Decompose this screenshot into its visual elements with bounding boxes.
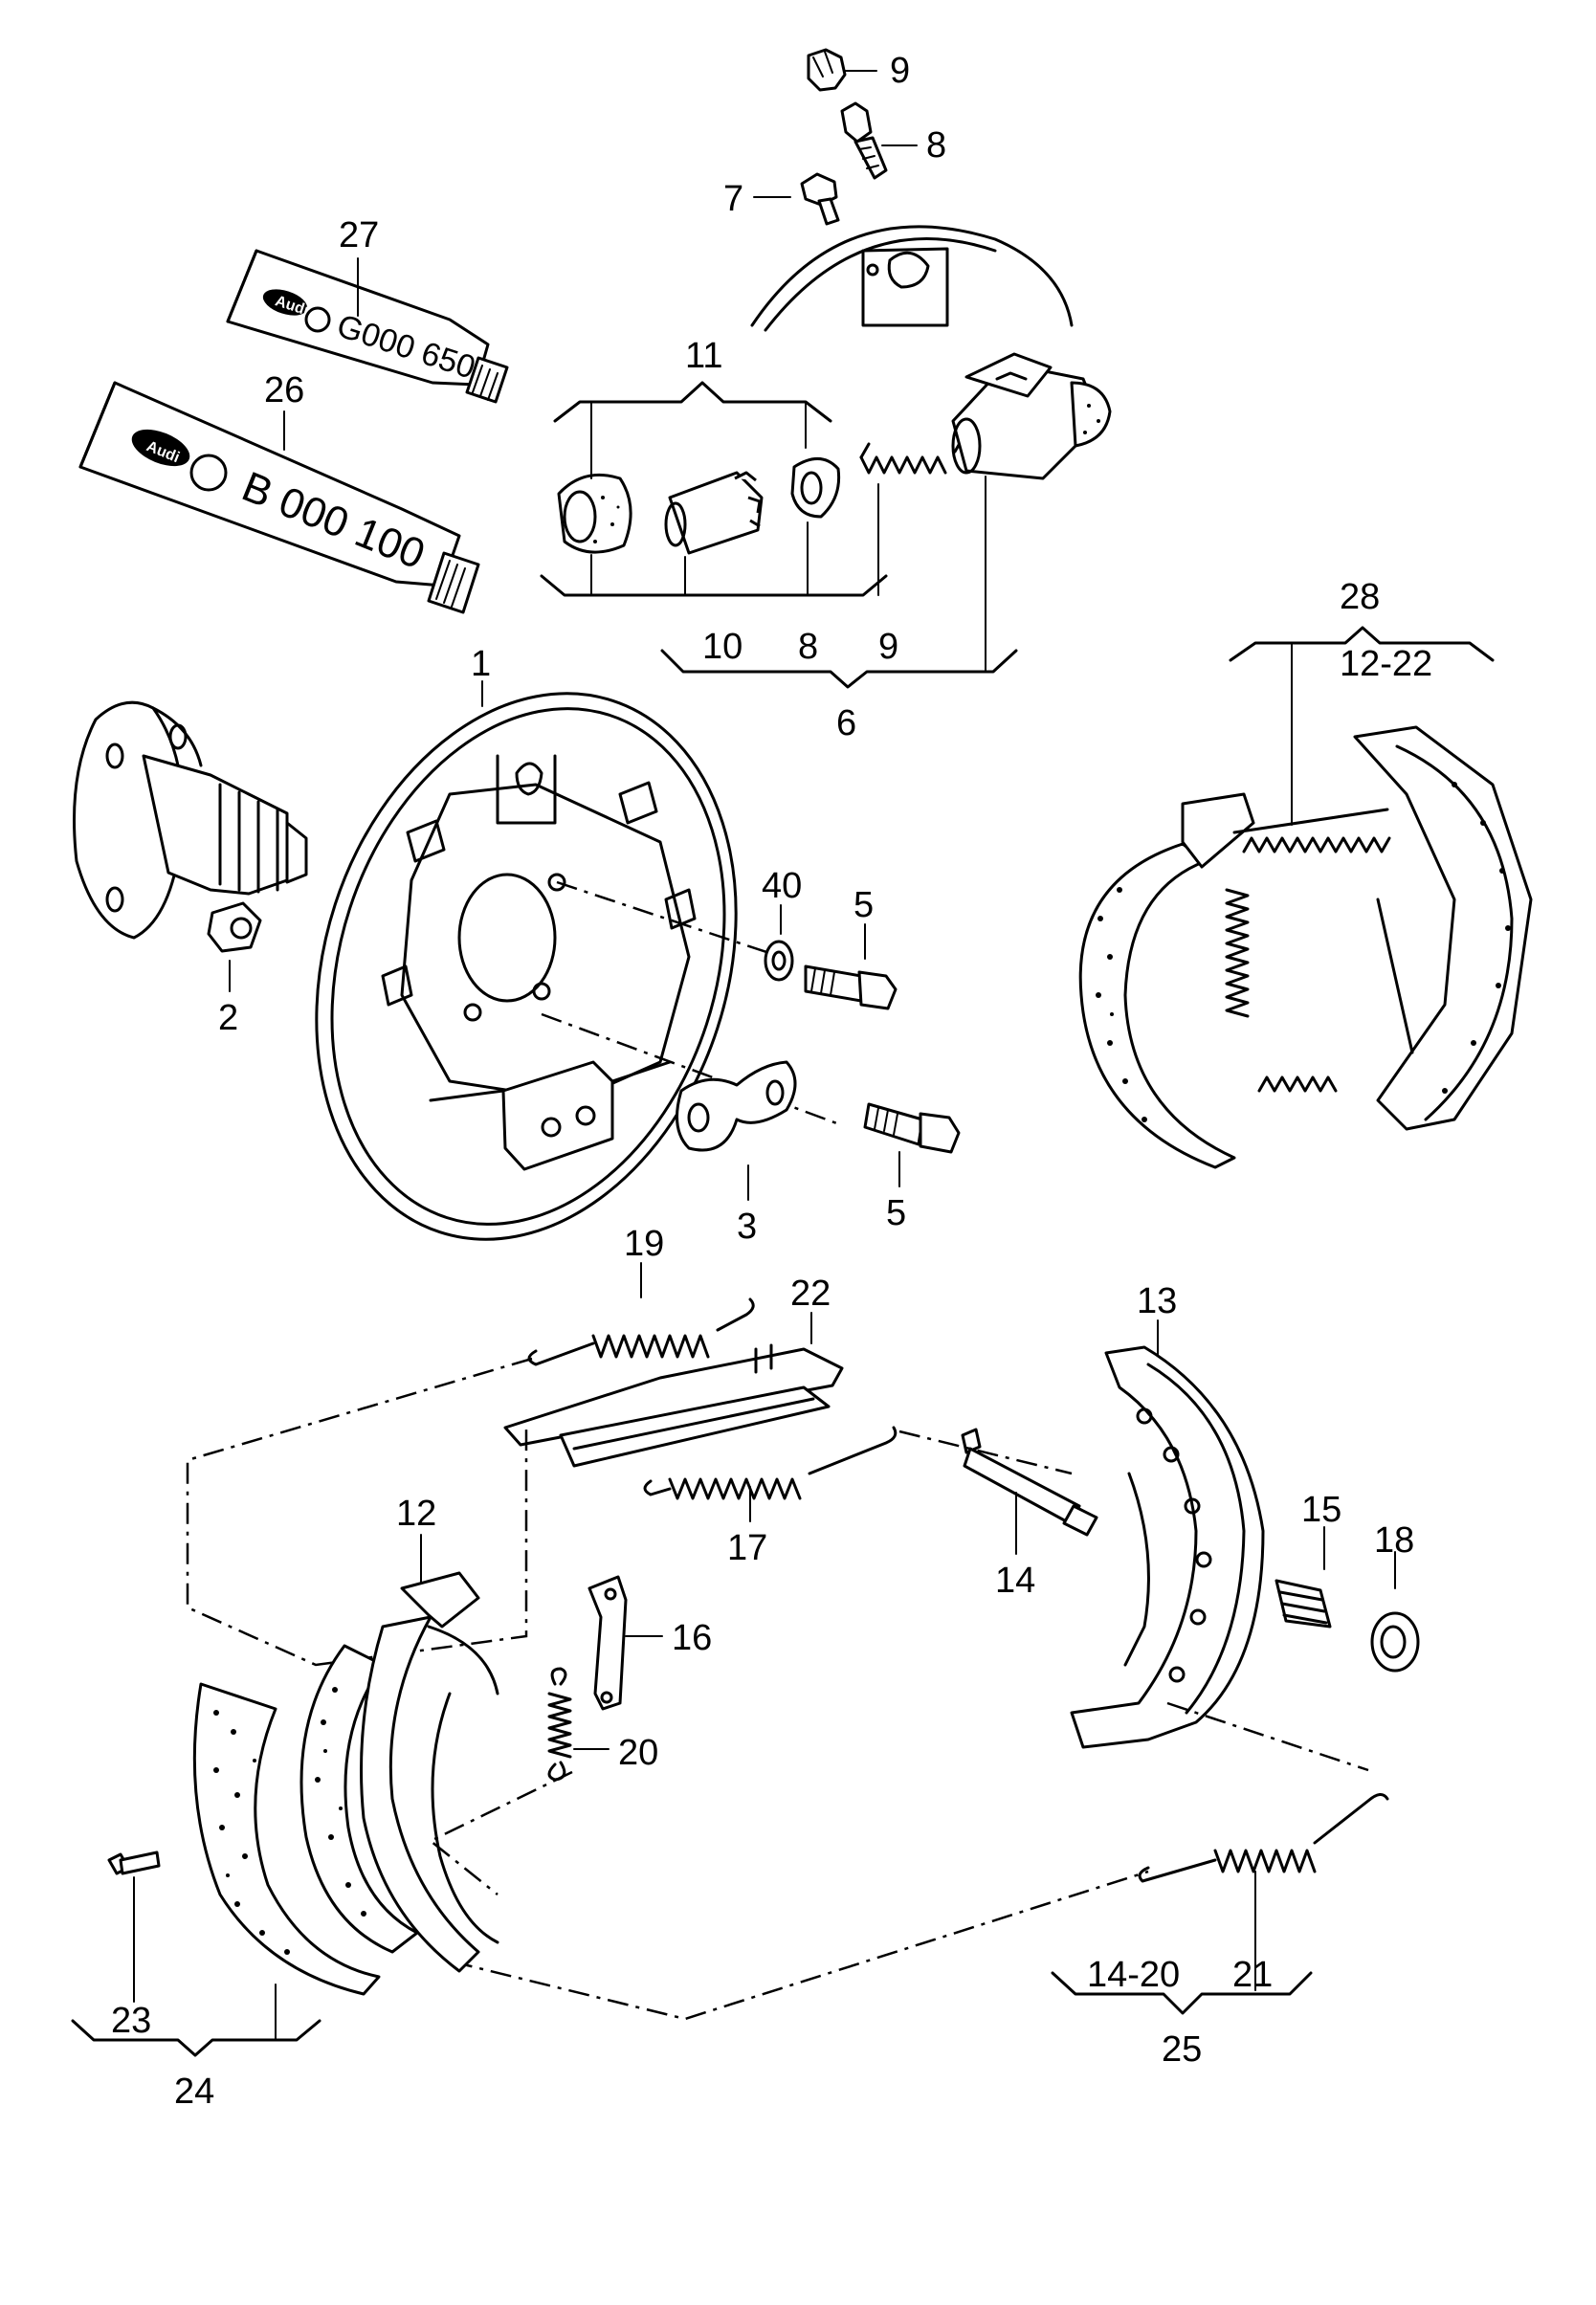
brake-shoe-assembly-part-28 <box>1078 725 1533 1169</box>
rivet-part-23 <box>107 1851 161 1875</box>
wheel-cylinder-body <box>951 352 1112 480</box>
lock-plate-part-3 <box>676 1060 797 1152</box>
brake-shoe-part-13 <box>1070 1345 1265 1749</box>
spring-part-20 <box>547 1667 572 1782</box>
callout-12-22: 12-22 <box>1340 644 1432 684</box>
pin-part-14 <box>961 1428 1098 1537</box>
callout-6: 6 <box>836 703 856 743</box>
bleeder-screw-part-8 <box>840 101 888 180</box>
callout-18: 18 <box>1374 1520 1414 1561</box>
dust-cap-part <box>557 473 632 554</box>
callout-23: 23 <box>111 2001 151 2041</box>
nut-part-2 <box>207 901 262 953</box>
brake-shoe-part-12 <box>299 1571 499 1973</box>
callout-14-20: 14-20 <box>1087 1955 1180 1995</box>
seal-cup-part-8 <box>790 457 841 519</box>
callout-5-lower: 5 <box>886 1193 906 1233</box>
lever-part-16 <box>587 1575 628 1711</box>
bolt-part-5-upper <box>804 964 898 1010</box>
spring-part-21 <box>1138 1793 1389 1883</box>
bolt-part-5-lower <box>863 1102 961 1154</box>
callout-9-top: 9 <box>890 51 910 91</box>
brake-lining-part-24 <box>192 1682 381 1996</box>
piston-part-10 <box>664 471 764 555</box>
screw-part-7 <box>800 172 840 226</box>
callout-8-mid: 8 <box>798 627 818 667</box>
callout-17: 17 <box>727 1528 767 1568</box>
adjuster-strut-part-22 <box>503 1343 844 1468</box>
backing-plate-part-1 <box>315 692 738 1241</box>
callout-16: 16 <box>672 1618 712 1658</box>
spring-part-15 <box>1275 1579 1332 1629</box>
callout-1: 1 <box>471 644 491 684</box>
vw-logo-icon <box>189 454 228 492</box>
callout-22: 22 <box>790 1274 831 1314</box>
vw-logo-icon <box>304 306 331 333</box>
callout-40: 40 <box>762 866 802 906</box>
callout-13: 13 <box>1137 1281 1177 1321</box>
callout-10: 10 <box>702 627 743 667</box>
callout-labels: 9 8 7 27 26 11 10 8 9 6 1 2 40 5 3 5 28 … <box>111 51 1432 2112</box>
grease-tube-part-27: Audi G000 650 <box>226 249 509 404</box>
callout-3: 3 <box>737 1207 757 1247</box>
spring-part-19 <box>527 1297 755 1366</box>
callout-9-mid: 9 <box>878 627 898 667</box>
callout-15: 15 <box>1301 1490 1341 1530</box>
callout-19: 19 <box>624 1224 664 1264</box>
callout-24: 24 <box>174 2072 214 2112</box>
callout-14: 14 <box>995 1561 1035 1601</box>
grease-tube-part-26: Audi B 000 100 <box>78 381 480 614</box>
callout-5-upper: 5 <box>853 885 874 925</box>
wheel-hub <box>73 700 308 940</box>
callout-27: 27 <box>339 215 379 255</box>
cylinder-mount-flange <box>861 247 949 327</box>
spring-cap-part-18 <box>1370 1611 1420 1673</box>
callout-11: 11 <box>685 336 722 376</box>
callout-12: 12 <box>396 1494 436 1534</box>
callout-2: 2 <box>218 998 238 1038</box>
callout-25: 25 <box>1162 2029 1202 2070</box>
callout-21: 21 <box>1232 1955 1273 1995</box>
callout-20: 20 <box>618 1733 658 1773</box>
callout-26: 26 <box>264 370 304 410</box>
callout-28: 28 <box>1340 577 1380 617</box>
spring-part-9 <box>859 436 964 475</box>
bleeder-cap-part-9 <box>807 48 847 92</box>
washer-part-40 <box>764 940 794 982</box>
callout-7: 7 <box>723 179 743 219</box>
spring-part-17 <box>643 1426 898 1500</box>
callout-8-top: 8 <box>926 125 946 166</box>
